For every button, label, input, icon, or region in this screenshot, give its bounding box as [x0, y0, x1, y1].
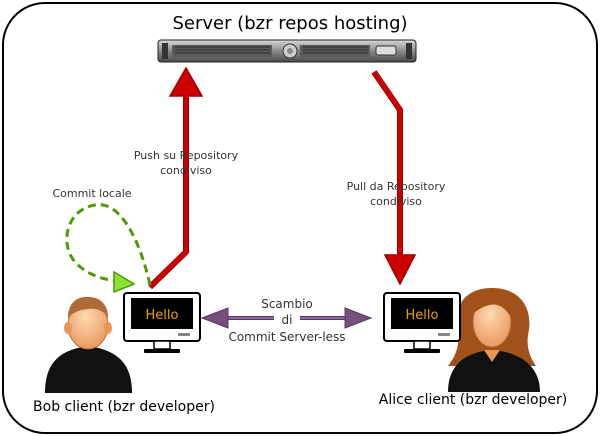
push-arrow — [147, 66, 204, 290]
server-title: Server (bzr repos hosting) — [172, 13, 407, 34]
alice-person-icon — [448, 288, 540, 392]
commit-local-label: Commit locale — [52, 187, 131, 200]
pull-label-line1: Pull da Repository — [347, 180, 446, 193]
commit-local-arrow — [65, 203, 152, 294]
push-label-line1: Push su Repository — [134, 149, 239, 162]
exchange-label-line3: Commit Server-less — [228, 330, 345, 344]
bob-monitor-icon — [123, 292, 201, 353]
exchange-label-line1: Scambio — [261, 297, 313, 311]
pull-arrow — [371, 70, 417, 286]
alice-screen-text: Hello — [406, 308, 439, 323]
bob-person-icon — [45, 296, 132, 393]
server-rack-icon — [157, 39, 417, 63]
alice-label: Alice client (bzr developer) — [379, 392, 568, 408]
push-label-line2: condiviso — [160, 164, 212, 177]
bob-label: Bob client (bzr developer) — [33, 399, 215, 415]
bob-screen-text: Hello — [146, 308, 179, 323]
exchange-label-line2: di — [282, 313, 293, 327]
alice-monitor-icon — [383, 292, 461, 353]
pull-label-line2: condiviso — [370, 195, 422, 208]
